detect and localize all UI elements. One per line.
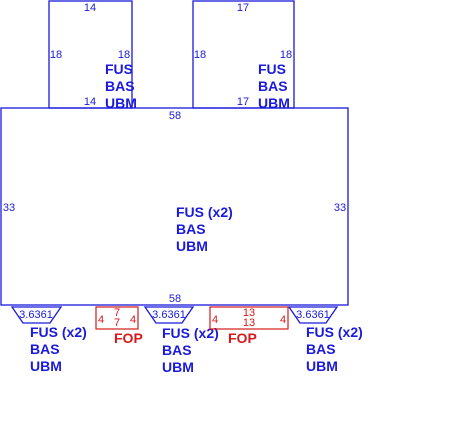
fop-right-outline [209, 306, 289, 330]
main-panel-outline [0, 107, 349, 306]
upper-right-top-dim: 17 [237, 2, 249, 14]
foot-1-outline [10, 306, 63, 324]
fop-right-label: FOP [228, 330, 257, 346]
foot-2-outline [143, 306, 195, 324]
fop-left-label: FOP [114, 330, 143, 346]
fop-right-inner-dim: 13 [243, 317, 255, 329]
foot-2-label-2: BAS [162, 342, 192, 358]
upper-left-label-3: UBM [105, 95, 137, 111]
foot-1-label-2: BAS [30, 341, 60, 357]
upper-left-label-2: BAS [105, 78, 135, 94]
main-left-dim: 33 [3, 202, 15, 214]
upper-right-left-dim: 18 [194, 49, 206, 61]
upper-right-label-3: UBM [258, 95, 290, 111]
upper-left-left-dim: 18 [50, 49, 62, 61]
fop-right-left-dim: 4 [212, 314, 218, 326]
main-top-dim: 58 [169, 110, 181, 122]
foot-3-label-2: BAS [306, 341, 336, 357]
foot-1-dims: 3.6361 [19, 309, 53, 321]
upper-left-top-dim: 14 [84, 2, 96, 14]
fop-left-left-dim: 4 [98, 314, 104, 326]
foot-3: 3.6361 FUS (x2) BAS UBM [287, 306, 363, 374]
fop-left-outline [95, 306, 139, 330]
foot-2-dims: 3.6361 [152, 309, 186, 321]
foot-3-label-3: UBM [306, 358, 338, 374]
upper-right-right-dim: 18 [280, 49, 292, 61]
upper-left-bottom-dim: 14 [84, 96, 96, 108]
foot-3-label-1: FUS (x2) [306, 324, 363, 340]
upper-left-panel: 14 18 18 14 FUS BAS UBM [48, 0, 137, 111]
upper-right-label-1: FUS [258, 61, 286, 77]
foot-3-outline [287, 306, 339, 324]
upper-left-label-1: FUS [105, 61, 133, 77]
main-right-dim: 33 [334, 202, 346, 214]
foot-1-label-3: UBM [30, 358, 62, 374]
main-bottom-dim: 58 [169, 293, 181, 305]
fop-left: 7 7 4 4 FOP [95, 306, 143, 346]
fop-right-right-dim: 4 [280, 314, 286, 326]
foot-3-dims: 3.6361 [296, 309, 330, 321]
foot-2-label-3: UBM [162, 359, 194, 375]
main-label-1: FUS (x2) [176, 204, 233, 220]
fop-left-top-dim: 7 [114, 307, 120, 319]
upper-right-panel: 17 18 18 17 FUS BAS UBM [192, 0, 295, 111]
fop-right: 13 13 4 4 FOP [209, 306, 289, 346]
upper-right-label-2: BAS [258, 78, 288, 94]
fop-left-right-dim: 4 [130, 314, 136, 326]
main-panel: 58 33 33 58 FUS (x2) BAS UBM [0, 107, 349, 306]
upper-right-bottom-dim: 17 [237, 96, 249, 108]
fop-right-top-dim: 13 [243, 307, 255, 319]
main-label-2: BAS [176, 221, 206, 237]
foot-2: 3.6361 FUS (x2) BAS UBM [143, 306, 219, 375]
foot-1: 3.6361 FUS (x2) BAS UBM [10, 306, 87, 374]
fop-left-inner-dim: 7 [114, 317, 120, 329]
foot-2-label-1: FUS (x2) [162, 325, 219, 341]
main-label-3: UBM [176, 238, 208, 254]
upper-left-right-dim: 18 [118, 49, 130, 61]
foot-1-label-1: FUS (x2) [30, 324, 87, 340]
